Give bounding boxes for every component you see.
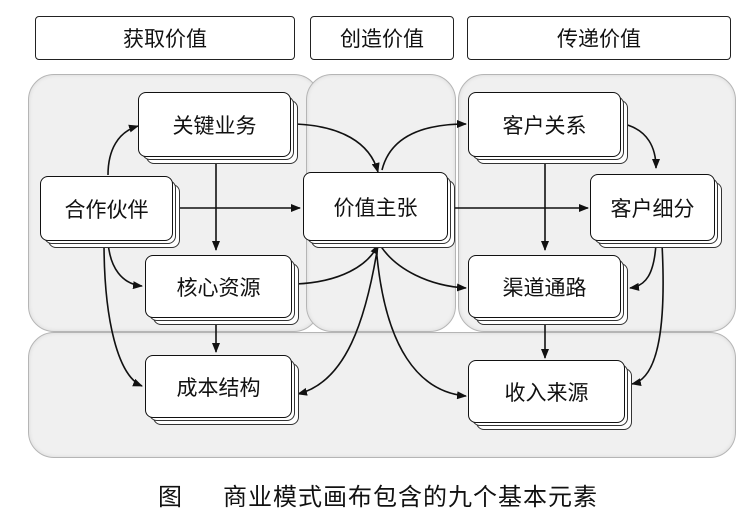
figure-caption: 图 商业模式画布包含的九个基本元素: [0, 474, 756, 514]
arrow-relationships-to-segments: [623, 123, 660, 169]
node-key-partners-label: 合作伙伴: [40, 176, 173, 241]
node-channels-label: 渠道通路: [468, 255, 621, 318]
figure-label: 图: [158, 482, 183, 511]
arrow-value-to-cost: [297, 244, 379, 396]
node-key-activities-label: 关键业务: [138, 92, 291, 157]
arrow-partners-to-cost: [103, 241, 143, 387]
arrow-partners-to-activities: [107, 124, 139, 176]
arrow-partners-to-resources: [107, 241, 143, 290]
node-cost-structure-label: 成本结构: [145, 355, 292, 418]
header-capture-value: 获取价值: [35, 16, 295, 60]
node-value-proposition-label: 价值主张: [303, 172, 448, 241]
figure-caption-text: 商业模式画布包含的九个基本元素: [223, 482, 598, 511]
arrow-value-to-relationships: [381, 120, 467, 171]
header-create-value: 创造价值: [310, 16, 454, 60]
arrow-value-to-revenue: [375, 244, 467, 400]
node-key-resources-label: 核心资源: [145, 255, 292, 318]
arrow-activities-to-value: [295, 123, 380, 173]
arrow-segments-to-revenue: [631, 243, 664, 387]
node-customer-segments-label: 客户细分: [590, 174, 715, 241]
node-revenue-streams-label: 收入来源: [468, 360, 625, 423]
node-customer-relationships-label: 客户关系: [468, 92, 621, 157]
header-deliver-value: 传递价值: [467, 16, 731, 60]
arrow-segments-to-channels: [629, 243, 657, 291]
arrow-value-to-channels: [379, 244, 467, 292]
arrow-resources-to-value: [295, 244, 379, 285]
